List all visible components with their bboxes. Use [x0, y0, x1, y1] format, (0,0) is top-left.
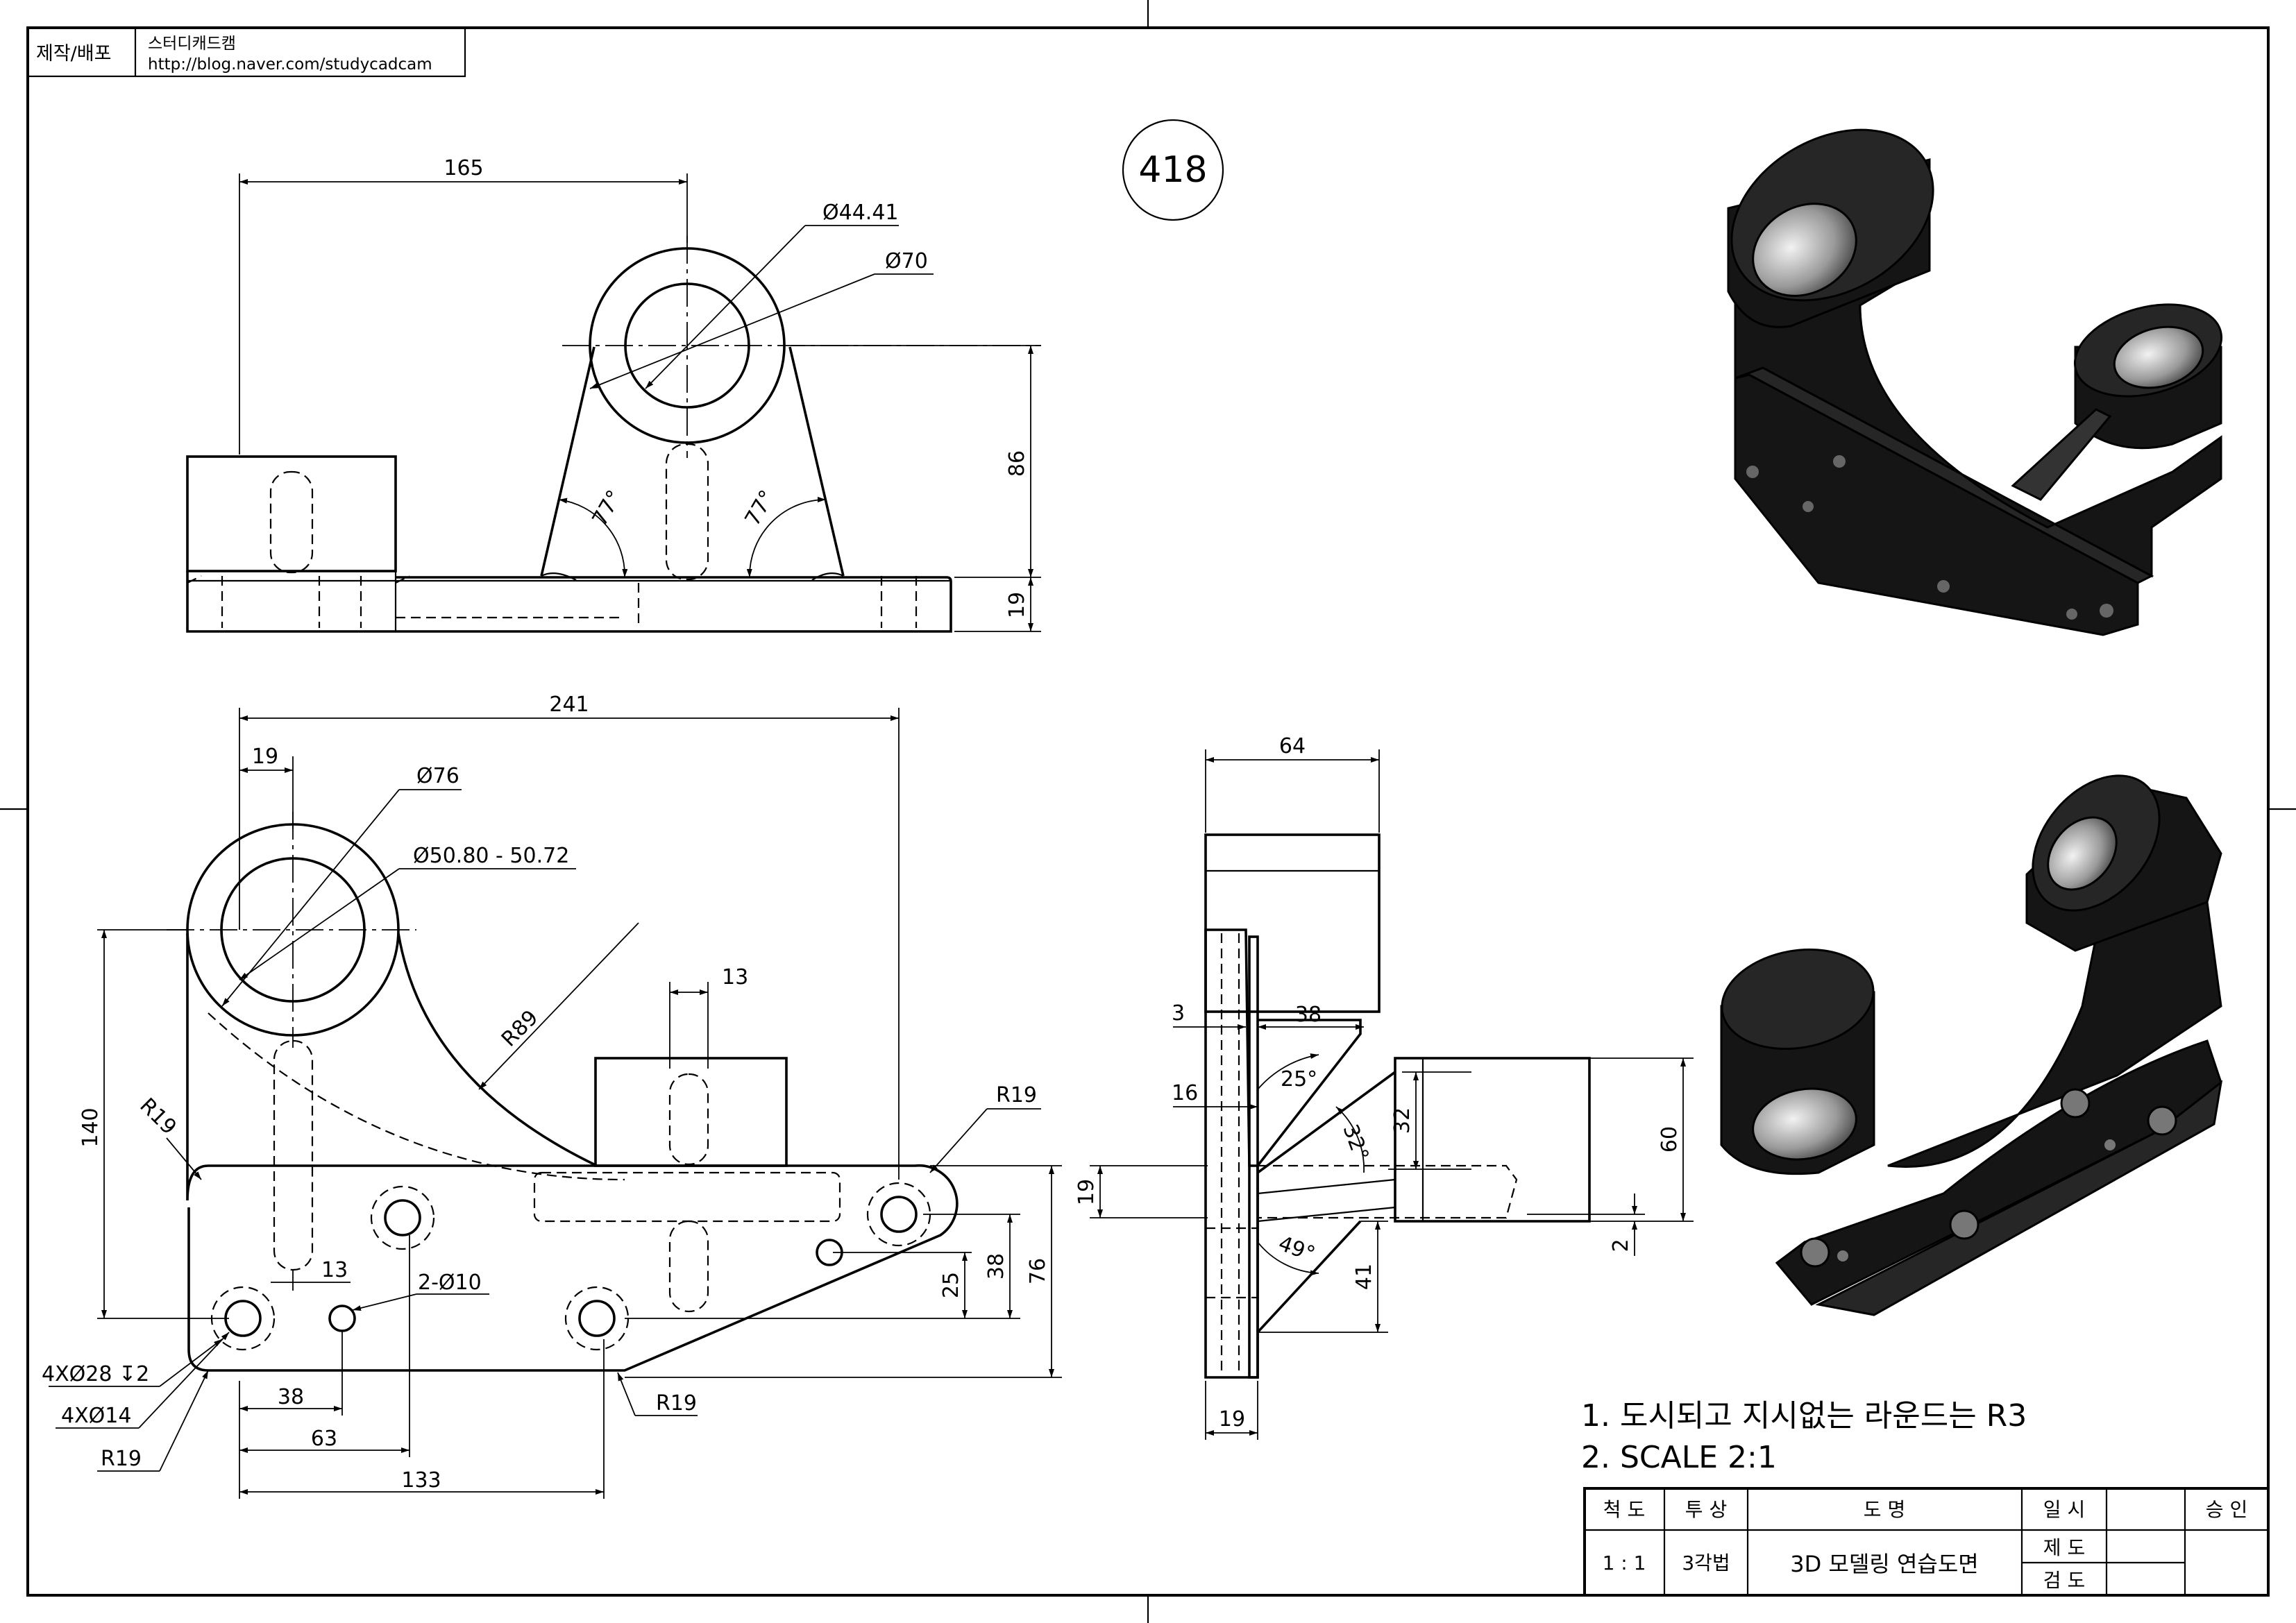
dim-side-32: 32: [1390, 1107, 1415, 1134]
dim-side-41: 41: [1352, 1264, 1376, 1290]
front-view: 165 Ø44.41 Ø70 86 19 77° 77°: [186, 156, 1041, 633]
top-view: 241 19 Ø76 Ø50.80 - 50.72 13 R89 R19 R19…: [42, 692, 1062, 1499]
dim-top-38a: 38: [984, 1253, 1008, 1280]
title-block: 척 도 투 상 도 명 일 시 승 인 1 : 1 3각법 3D 모델링 연습도…: [1583, 1487, 2270, 1597]
note-1: 1. 도시되고 지시없는 라운드는 R3: [1581, 1398, 2027, 1434]
dim-top-19: 19: [252, 745, 278, 769]
note-2: 2. SCALE 2:1: [1581, 1440, 1777, 1475]
dim-front-86: 86: [1005, 450, 1029, 477]
dim-top-r19b: R19: [135, 1094, 180, 1139]
dim-top-140: 140: [78, 1107, 103, 1147]
dim-side-16: 16: [1172, 1081, 1198, 1105]
dim-side-60: 60: [1657, 1126, 1682, 1153]
tb-scale-label: 척 도: [1603, 1498, 1645, 1521]
tb-projection-label: 투 상: [1685, 1498, 1727, 1521]
header-box: 제작/배포 스터디캐드캠 http://blog.naver.com/study…: [26, 26, 466, 78]
tb-name: 3D 모델링 연습도면: [1790, 1551, 1978, 1577]
dim-front-19: 19: [1005, 592, 1029, 618]
tb-scale: 1 : 1: [1603, 1552, 1646, 1574]
side-view: 64 3 38 16 25° 32° 49° 32 60 2 19: [1074, 734, 1694, 1440]
tb-projection: 3각법: [1682, 1552, 1730, 1574]
dim-top-13b: 13: [321, 1258, 348, 1282]
dim-side-ang49: 49°: [1275, 1232, 1318, 1267]
dim-front-dia44: Ø44.41: [822, 201, 899, 225]
dim-top-38b: 38: [278, 1385, 304, 1409]
dim-side-64: 64: [1279, 734, 1306, 758]
drawing-number: 418: [1138, 149, 1207, 191]
dim-top-241: 241: [549, 692, 589, 717]
header-studio: 스터디캐드캠: [148, 35, 236, 53]
dim-top-r19c: R19: [101, 1447, 142, 1471]
dim-top-25: 25: [939, 1272, 963, 1298]
header-label: 제작/배포: [36, 43, 111, 65]
isometric-view-top: [1727, 128, 2223, 636]
dim-top-133: 133: [401, 1468, 441, 1493]
dim-top-dia50: Ø50.80 - 50.72: [413, 844, 569, 868]
dim-top-dia76: Ø76: [416, 764, 459, 788]
dim-front-angle-left: 77°: [588, 486, 627, 530]
dim-front-angle-right: 77°: [741, 486, 780, 530]
dim-top-4holes: 4XØ14: [61, 1404, 131, 1428]
tb-drawn-label: 제 도: [2043, 1536, 2085, 1559]
dim-top-13a: 13: [722, 965, 748, 989]
dim-top-r19d: R19: [656, 1391, 697, 1416]
dim-side-19a: 19: [1074, 1179, 1099, 1205]
dim-side-ang32: 32°: [1337, 1121, 1373, 1164]
isometric-view-bottom: [1720, 774, 2223, 1316]
drawing-number-badge: 418: [1122, 119, 1224, 221]
dim-side-38: 38: [1295, 1003, 1322, 1027]
dim-side-2: 2: [1609, 1239, 1633, 1252]
dim-front-dia70: Ø70: [885, 249, 928, 273]
tb-date-label: 일 시: [2043, 1498, 2085, 1521]
dim-front-165: 165: [444, 156, 483, 180]
dim-top-2holes: 2-Ø10: [418, 1271, 482, 1295]
tb-name-label: 도 명: [1864, 1498, 1905, 1521]
tb-checked-label: 검 도: [2043, 1569, 2085, 1592]
dim-top-cbore: 4XØ28 ↧2: [42, 1362, 149, 1386]
notes: 1. 도시되고 지시없는 라운드는 R3 2. SCALE 2:1: [1581, 1398, 2027, 1475]
dim-top-r89: R89: [497, 1005, 543, 1051]
dim-side-19b: 19: [1219, 1407, 1245, 1431]
header-url: http://blog.naver.com/studycadcam: [148, 56, 432, 74]
dim-side-ang25: 25°: [1281, 1067, 1317, 1091]
dim-side-3: 3: [1172, 1001, 1185, 1026]
dim-top-63: 63: [311, 1427, 337, 1451]
dim-top-r19a: R19: [996, 1083, 1037, 1107]
dim-top-76: 76: [1026, 1258, 1050, 1284]
tb-approve-label: 승 인: [2206, 1498, 2247, 1521]
